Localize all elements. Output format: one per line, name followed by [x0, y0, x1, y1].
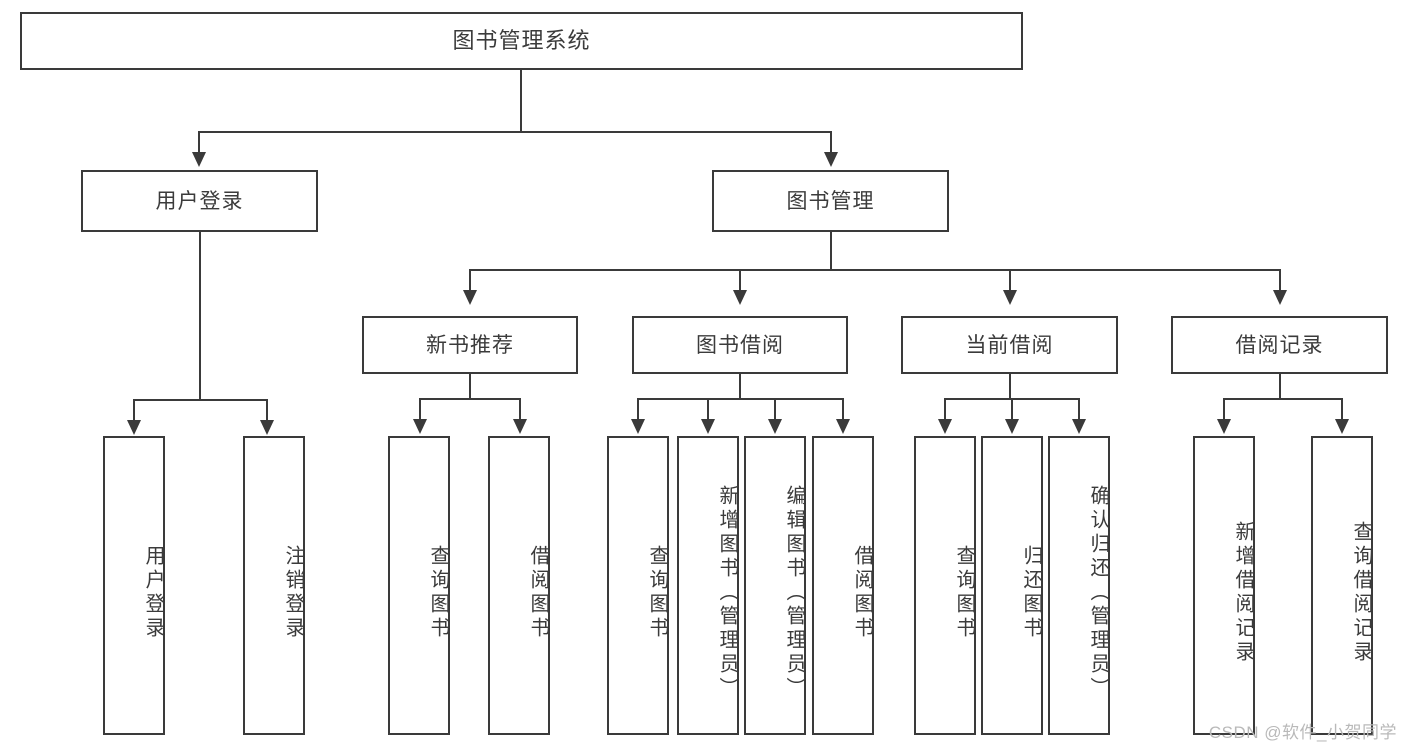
- connector-nbr-drop-1: [419, 398, 421, 420]
- arrowhead-bb-leaf-3: [768, 419, 782, 434]
- leaf-logout[interactable]: 注销登录: [243, 436, 305, 735]
- arrowhead-to-user-login: [192, 152, 206, 167]
- connector-level3-drop-2: [739, 269, 741, 291]
- arrowhead-cb-leaf-2: [1005, 419, 1019, 434]
- leaf-user-login[interactable]: 用户登录: [103, 436, 165, 735]
- leaf-query-book-borrow[interactable]: 查询图书: [607, 436, 669, 735]
- connector-level3-drop-1: [469, 269, 471, 291]
- leaf-borrow-book-recommend[interactable]: 借阅图书: [488, 436, 550, 735]
- connector-user-login-bus: [133, 399, 266, 401]
- arrowhead-to-book-management: [824, 152, 838, 167]
- arrowhead-br-leaf-1: [1217, 419, 1231, 434]
- connector-br-drop-2: [1341, 398, 1343, 420]
- leaf-edit-book-admin[interactable]: 编辑图书（管理员）: [744, 436, 806, 735]
- node-current-borrow[interactable]: 当前借阅: [901, 316, 1118, 374]
- connector-level3-bus: [469, 269, 1280, 271]
- connector-level2-bus: [198, 131, 832, 133]
- connector-bb-drop-4: [842, 398, 844, 420]
- arrowhead-nbr-leaf-2: [513, 419, 527, 434]
- connector-level3-drop-4: [1279, 269, 1281, 291]
- connector-borrow-record-down: [1279, 374, 1281, 399]
- connector-level3-drop-3: [1009, 269, 1011, 291]
- leaf-borrow-book[interactable]: 借阅图书: [812, 436, 874, 735]
- leaf-confirm-return-admin[interactable]: 确认归还（管理员）: [1048, 436, 1110, 735]
- connector-bb-drop-2: [707, 398, 709, 420]
- node-root-book-management-system[interactable]: 图书管理系统: [20, 12, 1023, 70]
- arrowhead-bb-leaf-2: [701, 419, 715, 434]
- connector-book-borrow-down: [739, 374, 741, 399]
- leaf-query-book-current[interactable]: 查询图书: [914, 436, 976, 735]
- connector-borrow-record-bus: [1223, 398, 1343, 400]
- connector-nbr-drop-2: [519, 398, 521, 420]
- connector-bb-drop-3: [774, 398, 776, 420]
- connector-bb-drop-1: [637, 398, 639, 420]
- node-book-borrow[interactable]: 图书借阅: [632, 316, 848, 374]
- leaf-add-borrow-record[interactable]: 新增借阅记录: [1193, 436, 1255, 735]
- arrowhead-bb-leaf-1: [631, 419, 645, 434]
- connector-level2-drop-left: [198, 131, 200, 153]
- connector-new-book-recommend-bus: [419, 398, 519, 400]
- connector-root-down: [520, 70, 522, 132]
- arrowhead-cb-leaf-3: [1072, 419, 1086, 434]
- arrowhead-to-leaf-user-login: [127, 420, 141, 435]
- leaf-add-book-admin[interactable]: 新增图书（管理员）: [677, 436, 739, 735]
- connector-current-borrow-down: [1009, 374, 1011, 399]
- connector-br-drop-1: [1223, 398, 1225, 420]
- connector-cb-drop-1: [944, 398, 946, 420]
- connector-cb-drop-3: [1078, 398, 1080, 420]
- connector-user-login-drop-1: [133, 399, 135, 421]
- connector-cb-drop-2: [1011, 398, 1013, 420]
- arrowhead-br-leaf-2: [1335, 419, 1349, 434]
- leaf-return-book[interactable]: 归还图书: [981, 436, 1043, 735]
- arrowhead-to-book-borrow: [733, 290, 747, 305]
- node-user-login[interactable]: 用户登录: [81, 170, 318, 232]
- arrowhead-bb-leaf-4: [836, 419, 850, 434]
- connector-book-borrow-bus: [637, 398, 843, 400]
- leaf-query-borrow-record[interactable]: 查询借阅记录: [1311, 436, 1373, 735]
- arrowhead-nbr-leaf-1: [413, 419, 427, 434]
- leaf-query-book-recommend[interactable]: 查询图书: [388, 436, 450, 735]
- arrowhead-to-borrow-record: [1273, 290, 1287, 305]
- connector-user-login-down: [199, 232, 201, 400]
- arrowhead-to-current-borrow: [1003, 290, 1017, 305]
- node-new-book-recommend[interactable]: 新书推荐: [362, 316, 578, 374]
- connector-level2-drop-right: [830, 131, 832, 153]
- node-book-management[interactable]: 图书管理: [712, 170, 949, 232]
- arrowhead-to-new-book-recommend: [463, 290, 477, 305]
- connector-new-book-recommend-down: [469, 374, 471, 399]
- arrowhead-to-leaf-logout: [260, 420, 274, 435]
- arrowhead-cb-leaf-1: [938, 419, 952, 434]
- node-borrow-record[interactable]: 借阅记录: [1171, 316, 1388, 374]
- connector-user-login-drop-2: [266, 399, 268, 421]
- connector-book-management-down: [830, 232, 832, 270]
